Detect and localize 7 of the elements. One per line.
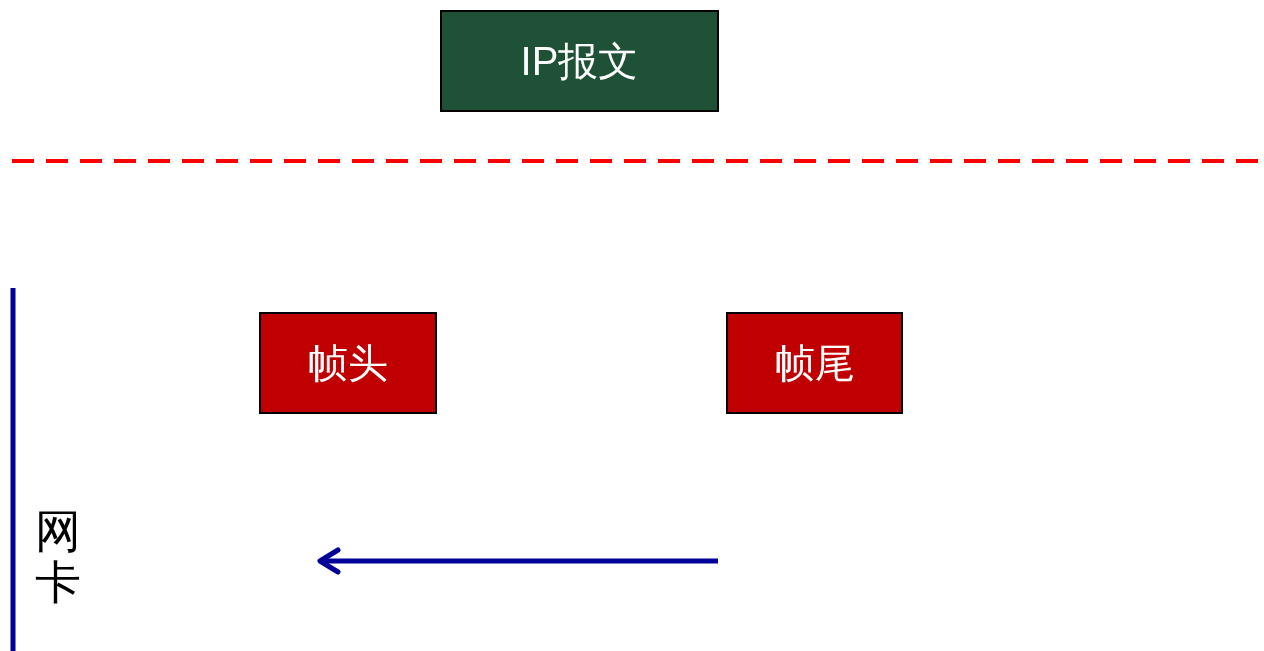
frame-box — [259, 312, 437, 414]
box-label: 帧头 — [308, 338, 388, 388]
side-label: 网卡 — [35, 506, 81, 608]
box-label: 帧尾 — [774, 338, 855, 388]
packet-box — [440, 10, 719, 112]
box-label: IP报文 — [520, 37, 639, 85]
frame-box — [726, 312, 903, 414]
